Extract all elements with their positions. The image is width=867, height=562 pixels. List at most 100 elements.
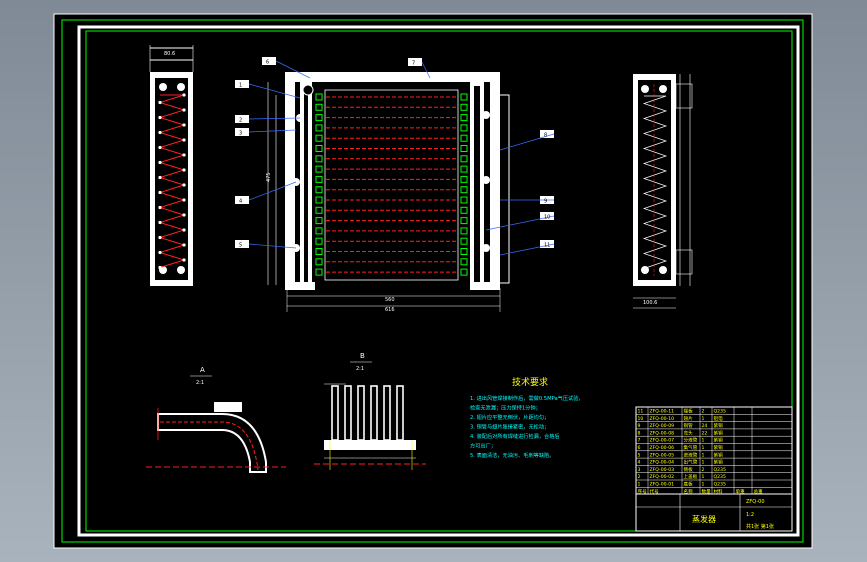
bom-cell: 上盖板: [684, 473, 698, 480]
bom-cell: 7: [638, 438, 641, 444]
detail-a: A 2:1: [146, 366, 286, 473]
bom-header-cell: 单重: [736, 488, 746, 495]
callout-label: 3: [239, 131, 242, 137]
dim-width-inner: 560: [385, 297, 395, 303]
bom-cell: 2: [638, 474, 641, 480]
drawing-scale: 1:2: [746, 512, 754, 518]
bom-cell: 1: [702, 460, 705, 466]
drawing-number: ZFQ-00: [746, 499, 765, 505]
bom-cell: ZFQ-00-05: [650, 452, 675, 458]
bom-cell: 2: [702, 409, 705, 415]
bom-cell: 8: [638, 430, 641, 436]
tech-note-line: 1. 进出风管焊接制作后，需做0.5MPa气压试验，: [470, 394, 584, 402]
tech-heading: 技术要求: [512, 376, 548, 388]
bom-cell: 紫铜: [714, 451, 724, 458]
bom-cell: 6: [638, 445, 641, 451]
bom-cell: 11: [638, 409, 644, 415]
dim-right-bottom: 100.6: [643, 300, 657, 306]
sheet-border-white: [77, 25, 800, 537]
callout-label: 11: [544, 243, 550, 249]
bom-cell: 紫铜: [714, 422, 724, 429]
bom-cell: 分液管: [684, 437, 698, 444]
bom-header-cell: 代号: [650, 488, 660, 495]
bom-cell: 1: [702, 482, 705, 488]
callout-box: [235, 196, 249, 204]
left-side-view: 80.6: [149, 45, 194, 286]
callout-label: 6: [266, 60, 269, 66]
bom-cell: 端板: [684, 408, 694, 415]
bom-header-cell: 材料: [714, 488, 724, 495]
bom-cell: 1: [702, 445, 705, 451]
callout-label: 1: [239, 83, 242, 89]
bom-cell: ZFQ-00-03: [650, 467, 675, 473]
callout-box: [262, 57, 276, 65]
detail-b: B 2:1: [314, 352, 426, 470]
section-b-scale: 2:1: [356, 366, 364, 372]
bom-cell: 1: [702, 474, 705, 480]
bom-cell: 3: [638, 467, 641, 473]
bom-cell: 紫铜: [714, 437, 724, 444]
bom-cell: 5: [638, 452, 641, 458]
section-a-scale: 2:1: [196, 380, 204, 386]
tech-note-line: 方可出厂；: [470, 442, 496, 450]
bom-cell: 1: [702, 438, 705, 444]
dim-height: 475: [266, 172, 272, 182]
callout-label: 2: [239, 118, 242, 124]
bom-cell: 24: [702, 423, 708, 429]
bom-cell: 弯头: [684, 429, 694, 436]
bom-cell: ZFQ-00-08: [650, 430, 675, 436]
bom-cell: 1: [702, 416, 705, 422]
bom-cell: 紫铜: [714, 444, 724, 451]
bom-header-cell: 序号: [638, 488, 648, 495]
right-side-view: 100.6: [633, 74, 693, 309]
bom-cell: ZFQ-00-07: [650, 438, 675, 444]
section-a-label: A: [200, 366, 205, 374]
drawing-sheet: 共1张 第1张: [746, 523, 774, 530]
tech-note-line: 5. 表面清洁，无油污、毛刺等缺陷。: [470, 451, 554, 459]
bom-cell: ZFQ-00-04: [650, 460, 675, 466]
callout-label: 7: [412, 61, 415, 67]
bom-cell: 集气管: [684, 444, 698, 451]
callout-label: 5: [239, 243, 242, 249]
bom-cell: 22: [702, 430, 708, 436]
bom-cell: 紫铜: [714, 429, 724, 436]
bom-cell: 底板: [684, 481, 694, 488]
bom-cell: ZFQ-00-06: [650, 445, 675, 451]
bom-cell: Q235: [714, 467, 726, 473]
tech-note-line: 2. 翅片应平整无倒伏，片距均匀；: [470, 413, 549, 421]
bom-cell: Q235: [714, 482, 726, 488]
bom-cell: Q235: [714, 409, 726, 415]
bom-header-cell: 总重: [754, 488, 764, 495]
callout-box: [540, 130, 554, 138]
callout-label: 10: [544, 215, 550, 221]
bom-cell: 进液管: [684, 451, 698, 458]
bom-cell: 翅片: [684, 415, 694, 422]
bom-cell: Q235: [714, 474, 726, 480]
tech-note-line: 4. 装配后对所有焊缝进行检漏，合格后: [470, 432, 560, 440]
title-name: 蒸发器: [692, 514, 716, 524]
bom-cell: ZFQ-00-09: [650, 423, 675, 429]
bom-cell: 侧板: [684, 466, 694, 473]
bom-cell: 1: [638, 482, 641, 488]
callout-label: 4: [239, 199, 242, 205]
bom-cell: 4: [638, 460, 641, 466]
bom-cell: 9: [638, 423, 641, 429]
tech-note-line: 3. 铜管与翅片胀接紧密，无松动；: [470, 423, 549, 431]
bom-cell: 铝箔: [714, 415, 724, 422]
bom-cell: 10: [638, 416, 644, 422]
callout-box: [408, 58, 422, 66]
bom-cell: ZFQ-00-01: [650, 482, 675, 488]
bom-header-cell: 数量: [702, 488, 712, 495]
callout-box: [540, 240, 554, 248]
bom-header-cell: 名称: [684, 488, 694, 495]
bom-cell: 1: [702, 452, 705, 458]
bom-cell: ZFQ-00-11: [650, 409, 675, 415]
front-view: 560 616 475: [266, 72, 510, 313]
bom-cell: 铜管: [684, 422, 694, 429]
bom-cell: ZFQ-00-10: [650, 416, 675, 422]
section-b-label: B: [360, 352, 365, 360]
sheet-border-outer: [61, 19, 804, 543]
